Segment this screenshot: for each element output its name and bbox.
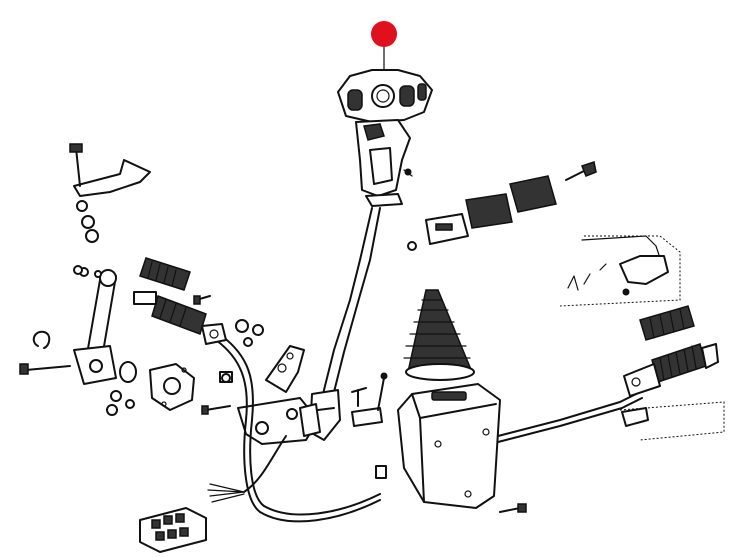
latch-bracket bbox=[265, 345, 305, 393]
friction-pads bbox=[425, 175, 557, 245]
housing-bolt bbox=[499, 503, 527, 513]
cable-bellows bbox=[623, 343, 719, 397]
control-lever-handle bbox=[337, 69, 433, 207]
wiring-harness bbox=[207, 335, 381, 523]
bolts-and-washers bbox=[32, 265, 264, 416]
nut bbox=[375, 465, 387, 479]
lever-shaft bbox=[309, 207, 381, 441]
pivot-arm bbox=[19, 267, 137, 385]
support-plate bbox=[559, 235, 725, 441]
left-cable-bellows bbox=[133, 257, 227, 345]
lever-housing bbox=[397, 383, 501, 509]
bolts-upper-right bbox=[407, 161, 597, 251]
upper-left-bracket bbox=[69, 143, 151, 243]
rubber-boot bbox=[403, 289, 475, 381]
pins bbox=[351, 372, 388, 427]
push-pull-cable bbox=[497, 391, 643, 443]
connector-plug bbox=[139, 507, 207, 553]
cable-bellows-upper bbox=[639, 305, 695, 341]
flange-mount bbox=[149, 363, 233, 411]
mounting-bracket bbox=[237, 397, 321, 445]
